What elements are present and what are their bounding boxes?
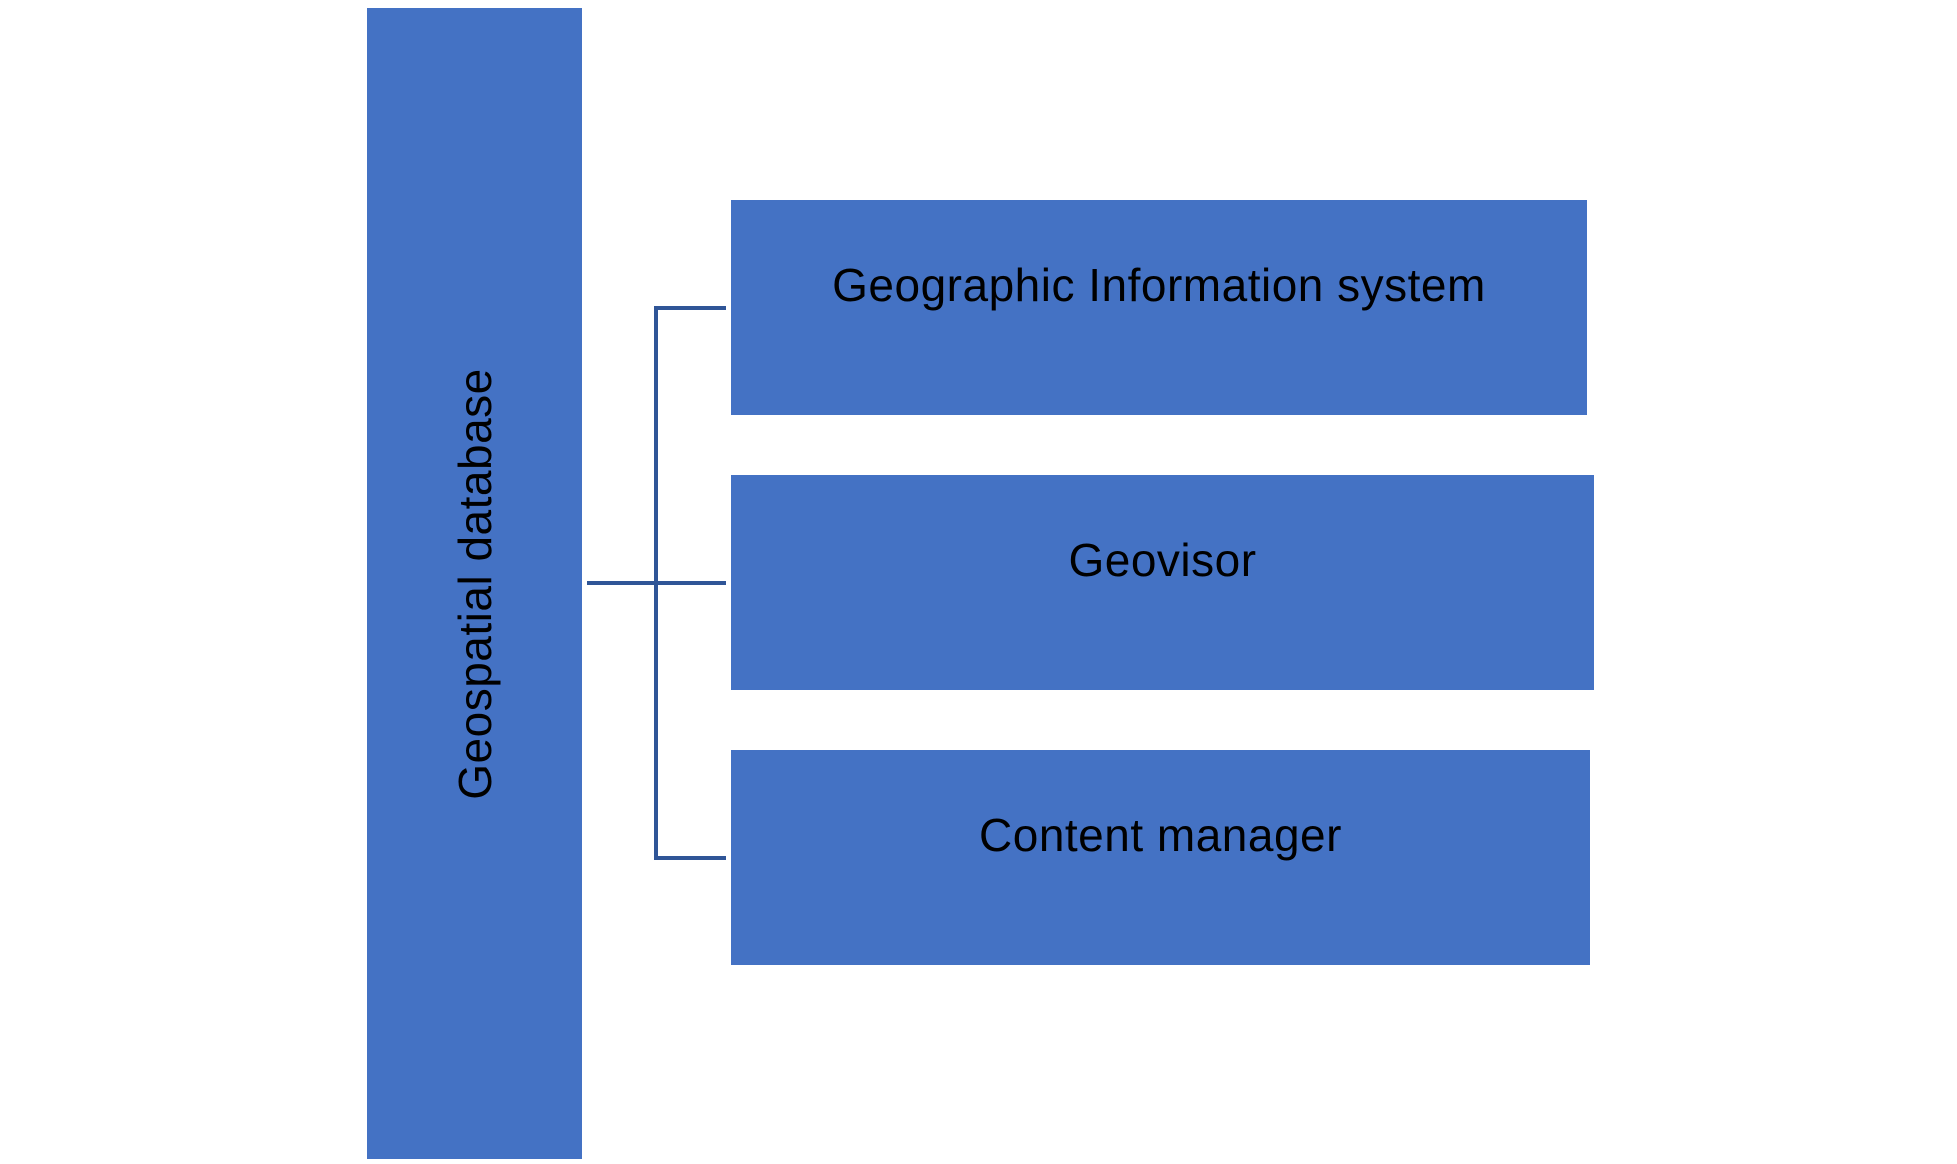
geospatial-database-node: Geospatial database [367,8,582,1159]
content-manager-label: Content manager [979,809,1342,861]
geovisor-node: Geovisor [731,475,1594,690]
content-manager-node: Content manager [731,750,1590,965]
geospatial-database-label: Geospatial database [448,367,501,800]
gis-node: Geographic Information system [731,200,1587,415]
gis-label: Geographic Information system [832,259,1486,311]
geovisor-label: Geovisor [1068,534,1257,586]
